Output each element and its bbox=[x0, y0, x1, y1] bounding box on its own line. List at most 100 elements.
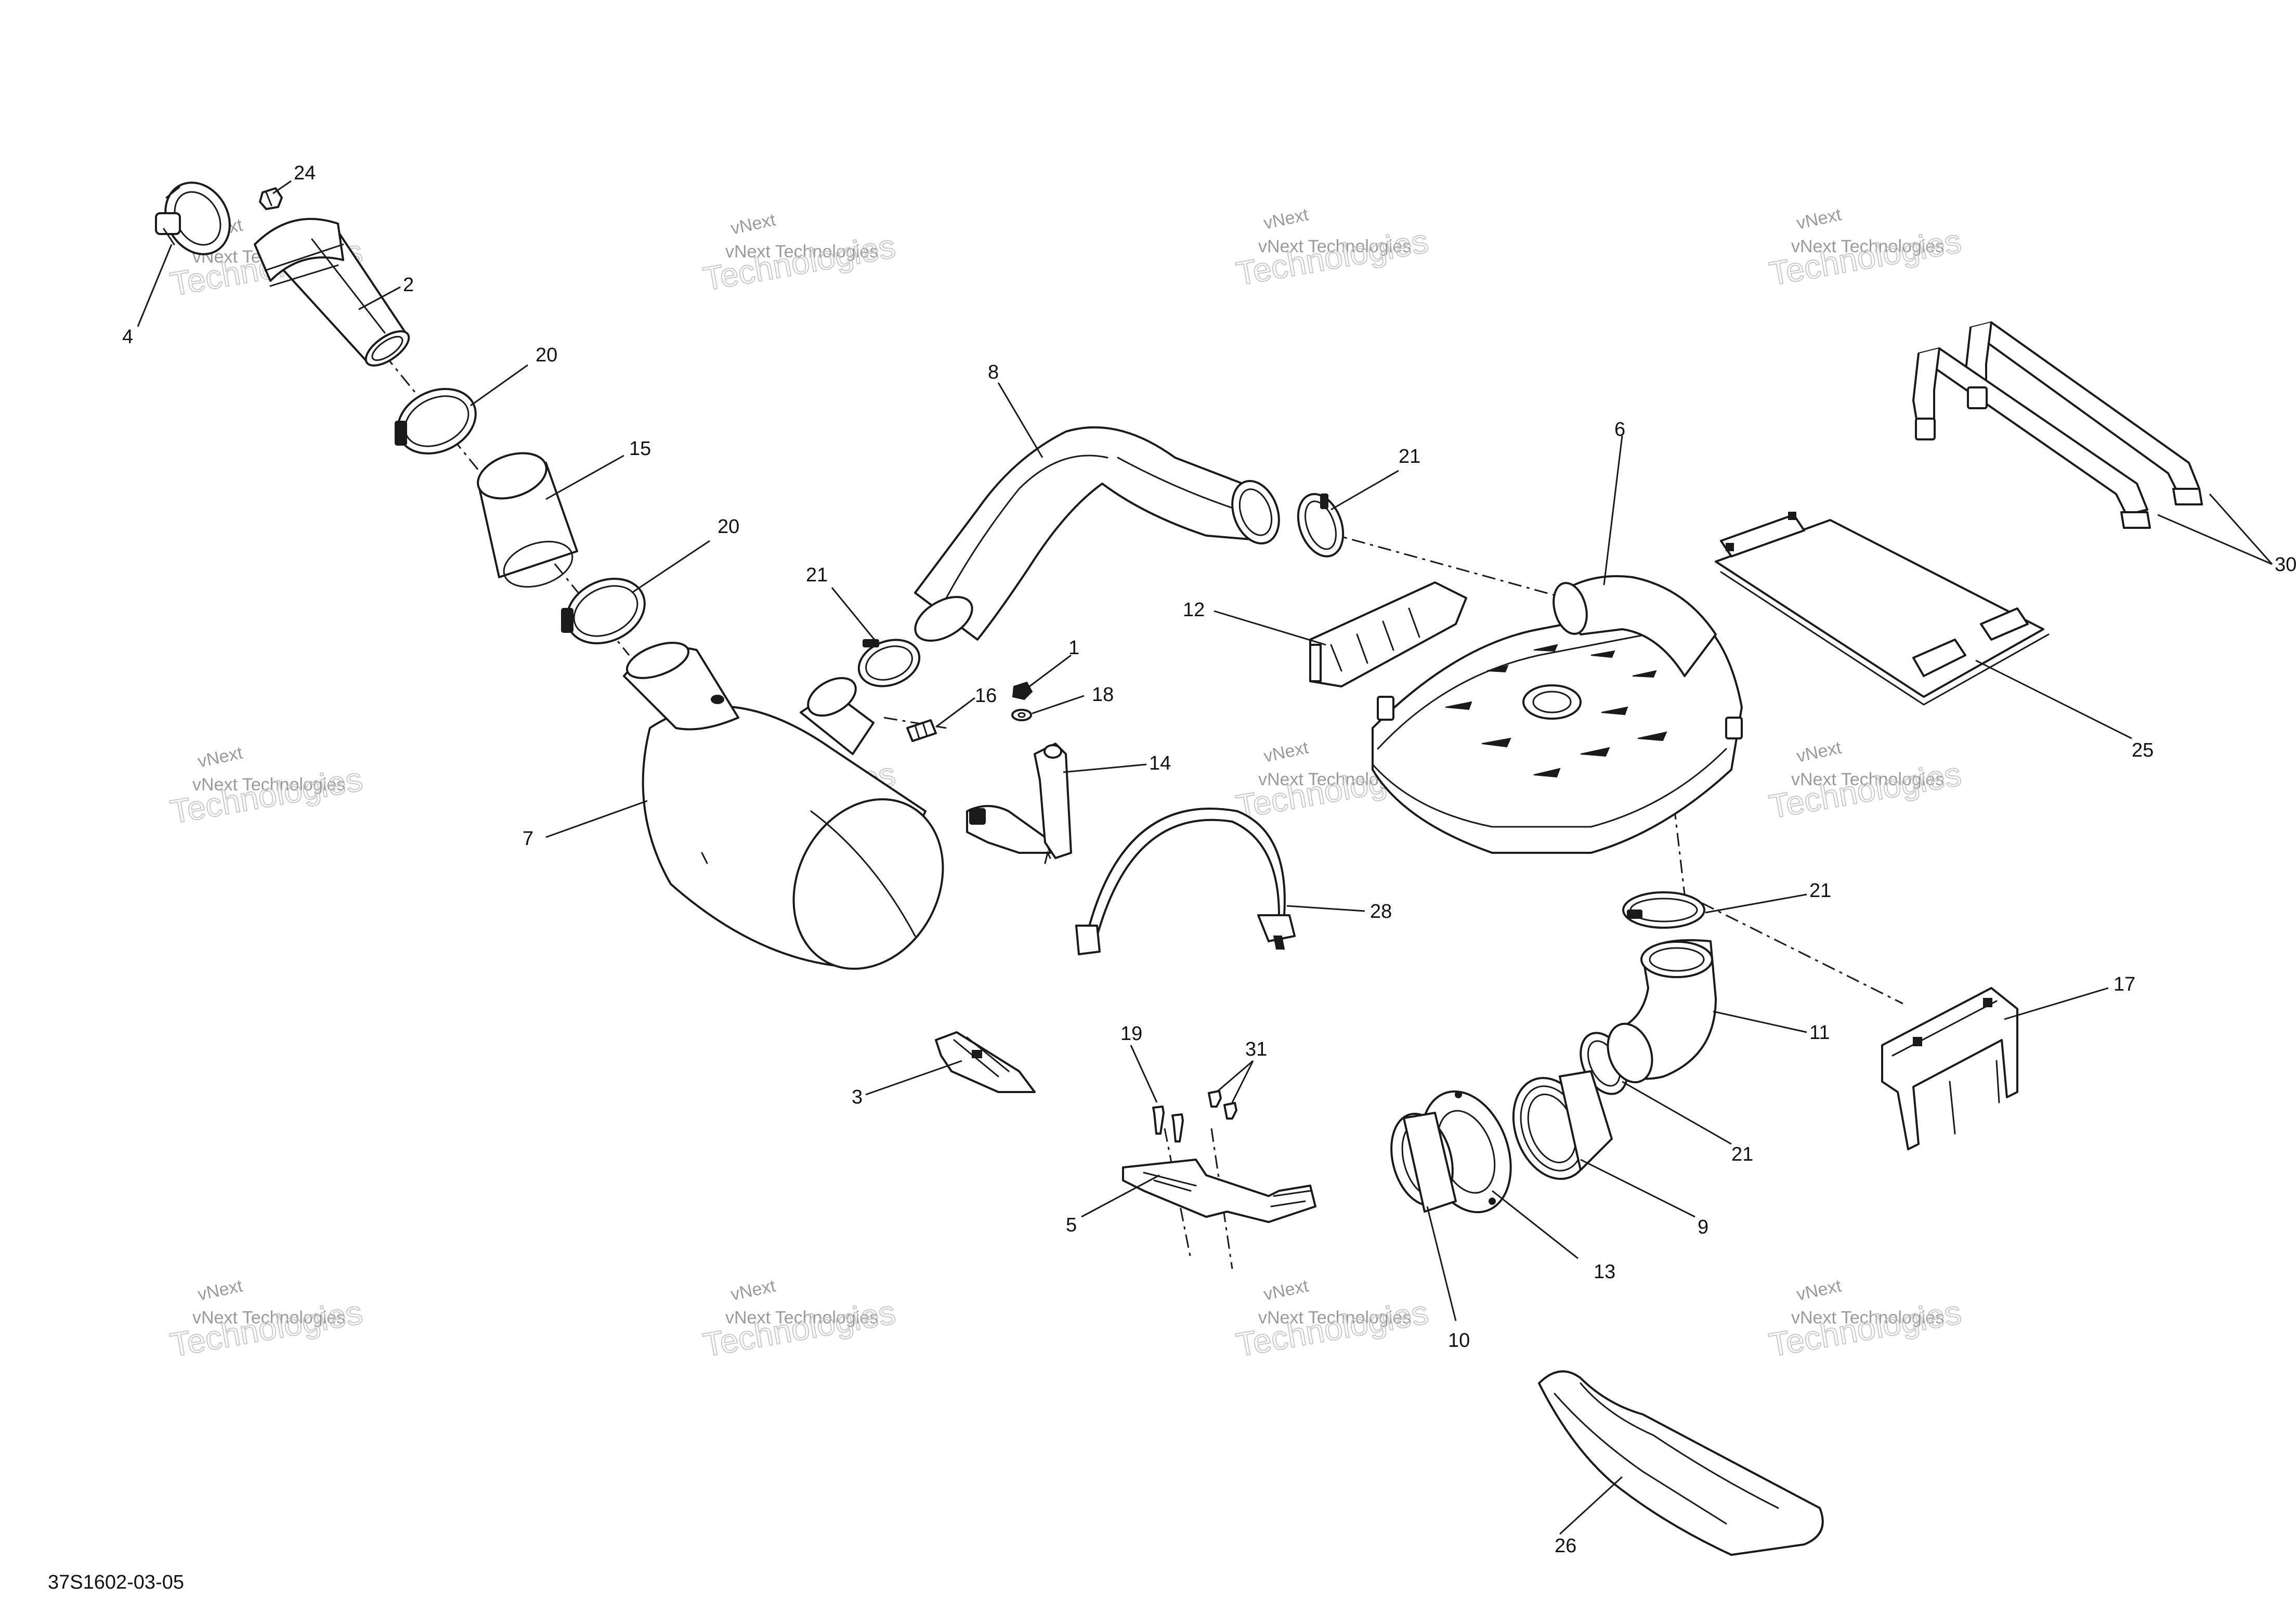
svg-text:Technologies: Technologies bbox=[167, 760, 365, 831]
part-28-strap bbox=[1075, 808, 1296, 955]
callout-21-a: 21 bbox=[806, 564, 828, 586]
callout-4: 4 bbox=[122, 326, 133, 348]
callout-16: 16 bbox=[975, 685, 997, 707]
svg-text:vNext Technologies: vNext Technologies bbox=[725, 242, 878, 262]
svg-text:vNext: vNext bbox=[729, 1276, 777, 1304]
callout-9: 9 bbox=[1698, 1216, 1708, 1238]
svg-text:Technologies: Technologies bbox=[1233, 1293, 1431, 1364]
part-17-rear-bracket bbox=[1881, 987, 2018, 1150]
callout-30: 30 bbox=[2275, 554, 2296, 576]
part-5-skid-plate bbox=[1122, 1159, 1316, 1223]
part-3-small-bracket bbox=[935, 1031, 1036, 1093]
part-8-crossover-pipe bbox=[914, 426, 1280, 642]
svg-text:Technologies: Technologies bbox=[1766, 222, 1964, 293]
svg-text:vNext: vNext bbox=[1262, 1276, 1310, 1304]
part-15-sleeve bbox=[477, 452, 578, 588]
svg-text:Technologies: Technologies bbox=[1766, 755, 1964, 826]
svg-text:vNext: vNext bbox=[1795, 737, 1843, 766]
callout-10: 10 bbox=[1448, 1330, 1470, 1352]
part-9-adapter bbox=[1512, 1070, 1613, 1180]
svg-text:Technologies: Technologies bbox=[1766, 1293, 1964, 1364]
part-26-lower-heat-shield bbox=[1538, 1370, 1824, 1556]
callout-31: 31 bbox=[1245, 1038, 1267, 1060]
part-31-screws bbox=[1208, 1090, 1237, 1120]
svg-text:Technologies: Technologies bbox=[700, 227, 898, 298]
part-25-heat-shield bbox=[1715, 512, 2050, 706]
part-19-screws bbox=[1152, 1106, 1184, 1142]
part-20-clamp-lower bbox=[561, 577, 646, 645]
watermark: vNext vNext Technologies Technologies bbox=[700, 210, 898, 298]
watermark: vNext vNext Technologies Technologies bbox=[167, 743, 366, 831]
svg-text:vNext: vNext bbox=[196, 1276, 244, 1304]
part-24-nut bbox=[259, 187, 283, 210]
svg-text:vNext Technologies: vNext Technologies bbox=[1791, 237, 1944, 256]
callout-3: 3 bbox=[852, 1086, 863, 1108]
part-20-clamp-upper bbox=[395, 387, 477, 455]
callout-25: 25 bbox=[2132, 739, 2154, 761]
watermark: vNext vNext Technologies Technologies bbox=[1233, 204, 1431, 293]
svg-text:vNext Technologies: vNext Technologies bbox=[1258, 237, 1411, 256]
part-18-washer bbox=[1011, 709, 1032, 721]
callout-11: 11 bbox=[1809, 1022, 1830, 1044]
part-21-clamp-a bbox=[857, 639, 921, 687]
svg-text:vNext: vNext bbox=[196, 743, 244, 771]
callouts: 24 4 2 20 15 20 8 21 21 6 12 1 18 16 14 … bbox=[122, 162, 2296, 1557]
callout-17: 17 bbox=[2114, 973, 2135, 995]
part-1-nut bbox=[1012, 681, 1033, 700]
svg-text:vNext: vNext bbox=[1795, 1276, 1843, 1304]
svg-text:vNext: vNext bbox=[1262, 737, 1310, 766]
watermark: vNext vNext Technologies Technologies bbox=[1766, 737, 1964, 826]
callout-8: 8 bbox=[988, 361, 999, 383]
callout-18: 18 bbox=[1092, 684, 1114, 706]
callout-28: 28 bbox=[1370, 901, 1392, 923]
part-21-clamp-b bbox=[1297, 493, 1345, 557]
callout-5: 5 bbox=[1066, 1214, 1077, 1236]
svg-text:Technologies: Technologies bbox=[1233, 222, 1431, 293]
svg-text:vNext Technologies: vNext Technologies bbox=[192, 1308, 345, 1328]
callout-14: 14 bbox=[1149, 752, 1171, 774]
callout-21-d: 21 bbox=[1731, 1144, 1753, 1165]
part-14-mount-bracket bbox=[966, 743, 1072, 864]
callout-15: 15 bbox=[629, 438, 651, 460]
watermark: vNext vNext Technologies Technologies bbox=[1233, 1276, 1431, 1364]
svg-text:Technologies: Technologies bbox=[700, 1293, 898, 1364]
svg-text:vNext: vNext bbox=[1262, 204, 1310, 233]
watermark: vNext vNext Technologies Technologies bbox=[1766, 1276, 1964, 1364]
callout-20-lower: 20 bbox=[718, 516, 739, 538]
part-11-elbow bbox=[1607, 939, 1717, 1084]
callout-24: 24 bbox=[294, 162, 316, 184]
part-16-sensor bbox=[906, 719, 937, 742]
callout-1: 1 bbox=[1068, 637, 1079, 659]
svg-text:vNext: vNext bbox=[1795, 204, 1843, 233]
svg-text:vNext Technologies: vNext Technologies bbox=[192, 775, 345, 795]
part-2-header-pipe bbox=[254, 218, 410, 367]
callout-26: 26 bbox=[1555, 1535, 1576, 1557]
figure-code: 37S1602-03-05 bbox=[48, 1571, 184, 1593]
callout-2: 2 bbox=[403, 274, 414, 296]
callout-12: 12 bbox=[1183, 599, 1205, 621]
svg-text:vNext Technologies: vNext Technologies bbox=[725, 1308, 878, 1328]
part-6-silencer-box bbox=[1372, 575, 1743, 854]
watermark: vNext vNext Technologies Technologies bbox=[167, 1276, 366, 1364]
callout-13: 13 bbox=[1594, 1261, 1615, 1283]
watermark: vNext vNext Technologies Technologies bbox=[700, 1276, 898, 1364]
part-21-clamp-c bbox=[1622, 891, 1705, 929]
svg-text:vNext Technologies: vNext Technologies bbox=[1791, 770, 1944, 789]
part-10-outlet-ring bbox=[1390, 1112, 1457, 1213]
part-12-bracket bbox=[1309, 581, 1467, 687]
callout-7: 7 bbox=[523, 828, 533, 850]
svg-text:Technologies: Technologies bbox=[167, 1293, 365, 1364]
part-30-rails bbox=[1912, 321, 2203, 529]
svg-text:vNext Technologies: vNext Technologies bbox=[1258, 1308, 1411, 1328]
callout-20-upper: 20 bbox=[536, 344, 557, 366]
callout-21-c: 21 bbox=[1809, 880, 1831, 902]
part-4-vband-clamp bbox=[155, 181, 231, 255]
callout-19: 19 bbox=[1120, 1023, 1142, 1045]
callout-21-b: 21 bbox=[1399, 446, 1420, 467]
svg-text:vNext: vNext bbox=[729, 210, 777, 238]
svg-text:vNext Technologies: vNext Technologies bbox=[1791, 1308, 1944, 1328]
leader-lines bbox=[137, 180, 2273, 1535]
watermark: vNext vNext Technologies Technologies bbox=[1766, 204, 1964, 293]
callout-6: 6 bbox=[1614, 419, 1625, 440]
